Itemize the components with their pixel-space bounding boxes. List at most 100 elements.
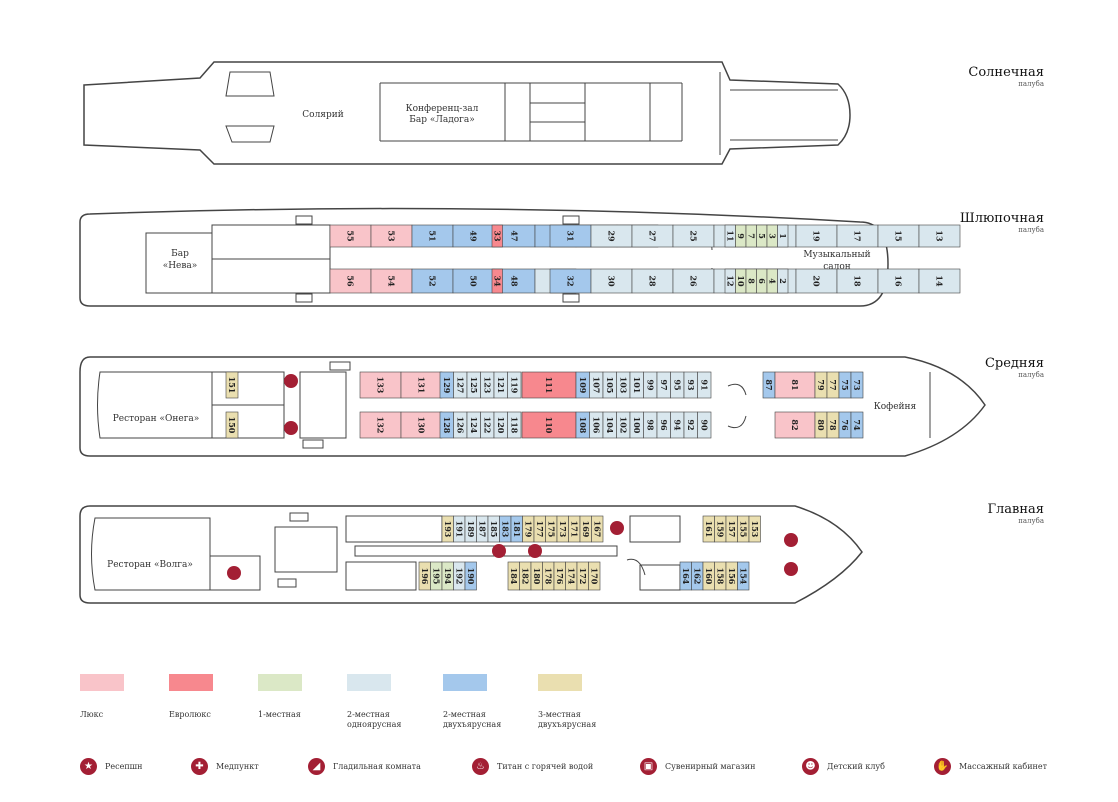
- cabin-183[interactable]: 183: [499, 515, 512, 543]
- cabin-29[interactable]: 29: [590, 224, 633, 248]
- cabin-95[interactable]: 95: [670, 371, 685, 399]
- teddy-bear-icon[interactable]: [227, 566, 241, 580]
- cabin-187[interactable]: 187: [476, 515, 489, 543]
- cabin-25[interactable]: 25: [672, 224, 715, 248]
- cabin-124[interactable]: 124: [466, 411, 481, 439]
- cabin-190[interactable]: 190: [464, 561, 477, 591]
- hand-icon[interactable]: [784, 562, 798, 576]
- cabin-87[interactable]: 87: [762, 371, 776, 399]
- cabin-151[interactable]: 151: [225, 371, 239, 399]
- cabin-104[interactable]: 104: [602, 411, 617, 439]
- cabin-33[interactable]: 33: [491, 224, 503, 248]
- cabin-130[interactable]: 130: [400, 411, 443, 439]
- cabin-128[interactable]: 128: [439, 411, 454, 439]
- cabin-77[interactable]: 77: [826, 371, 840, 399]
- cabin-108[interactable]: 108: [575, 411, 590, 439]
- cabin-94[interactable]: 94: [670, 411, 685, 439]
- cabin-177[interactable]: 177: [533, 515, 546, 543]
- cabin-90[interactable]: 90: [697, 411, 712, 439]
- cabin-28[interactable]: 28: [631, 268, 674, 294]
- cabin-173[interactable]: 173: [556, 515, 569, 543]
- cabin-55[interactable]: 55: [329, 224, 372, 248]
- cabin-1[interactable]: 1: [777, 224, 789, 248]
- cabin-78[interactable]: 78: [826, 411, 840, 439]
- cabin-133[interactable]: 133: [359, 371, 402, 399]
- cabin-109[interactable]: 109: [575, 371, 590, 399]
- cabin-53[interactable]: 53: [370, 224, 413, 248]
- cabin-179[interactable]: 179: [522, 515, 535, 543]
- cabin-7[interactable]: 7: [745, 224, 757, 248]
- cabin-127[interactable]: 127: [453, 371, 468, 399]
- cabin-91[interactable]: 91: [697, 371, 712, 399]
- cabin-2[interactable]: 2: [777, 268, 789, 294]
- cabin-30[interactable]: 30: [590, 268, 633, 294]
- cabin-75[interactable]: 75: [838, 371, 852, 399]
- cabin-9[interactable]: 9: [735, 224, 747, 248]
- gift-icon[interactable]: [284, 421, 298, 435]
- cabin-184[interactable]: 184: [507, 561, 520, 591]
- cabin-176[interactable]: 176: [553, 561, 566, 591]
- cabin-178[interactable]: 178: [542, 561, 555, 591]
- cabin-96[interactable]: 96: [656, 411, 671, 439]
- cabin-195[interactable]: 195: [430, 561, 443, 591]
- cabin-49[interactable]: 49: [452, 224, 495, 248]
- cabin-154[interactable]: 154: [737, 561, 750, 591]
- cabin-156[interactable]: 156: [725, 561, 738, 591]
- cabin-73[interactable]: 73: [850, 371, 864, 399]
- cross-icon[interactable]: [784, 533, 798, 547]
- cabin-125[interactable]: 125: [466, 371, 481, 399]
- iron-icon[interactable]: [492, 544, 506, 558]
- cabin-155[interactable]: 155: [737, 515, 750, 543]
- cabin-111[interactable]: 111: [521, 371, 577, 399]
- cabin-160[interactable]: 160: [702, 561, 715, 591]
- cabin-11[interactable]: 11: [724, 224, 736, 248]
- cabin-101[interactable]: 101: [629, 371, 644, 399]
- cabin-52[interactable]: 52: [411, 268, 454, 294]
- cabin-170[interactable]: 170: [588, 561, 601, 591]
- cabin-158[interactable]: 158: [714, 561, 727, 591]
- cabin-193[interactable]: 193: [441, 515, 454, 543]
- cabin-97[interactable]: 97: [656, 371, 671, 399]
- cabin-185[interactable]: 185: [487, 515, 500, 543]
- cabin-150[interactable]: 150: [225, 411, 239, 439]
- cabin-106[interactable]: 106: [589, 411, 604, 439]
- cabin-174[interactable]: 174: [565, 561, 578, 591]
- cabin-123[interactable]: 123: [480, 371, 495, 399]
- cabin-81[interactable]: 81: [774, 371, 816, 399]
- cabin-56[interactable]: 56: [329, 268, 372, 294]
- cabin-10[interactable]: 10: [735, 268, 747, 294]
- cabin-182[interactable]: 182: [519, 561, 532, 591]
- cabin-105[interactable]: 105: [602, 371, 617, 399]
- cabin-191[interactable]: 191: [453, 515, 466, 543]
- cabin-15[interactable]: 15: [877, 224, 920, 248]
- cabin-51[interactable]: 51: [411, 224, 454, 248]
- cabin-103[interactable]: 103: [616, 371, 631, 399]
- cabin-80[interactable]: 80: [814, 411, 828, 439]
- cabin-16[interactable]: 16: [877, 268, 920, 294]
- cabin-175[interactable]: 175: [545, 515, 558, 543]
- cabin-50[interactable]: 50: [452, 268, 495, 294]
- star-icon[interactable]: [610, 521, 624, 535]
- cabin-79[interactable]: 79: [814, 371, 828, 399]
- cabin-121[interactable]: 121: [493, 371, 508, 399]
- cabin-122[interactable]: 122: [480, 411, 495, 439]
- cabin-31[interactable]: 31: [549, 224, 592, 248]
- cabin-5[interactable]: 5: [756, 224, 768, 248]
- cabin-54[interactable]: 54: [370, 268, 413, 294]
- cabin-153[interactable]: 153: [748, 515, 761, 543]
- cabin-189[interactable]: 189: [464, 515, 477, 543]
- cabin-3[interactable]: 3: [766, 224, 778, 248]
- cabin-194[interactable]: 194: [441, 561, 454, 591]
- cabin-20[interactable]: 20: [795, 268, 838, 294]
- cabin-126[interactable]: 126: [453, 411, 468, 439]
- cabin-17[interactable]: 17: [836, 224, 879, 248]
- cabin-102[interactable]: 102: [616, 411, 631, 439]
- cabin-169[interactable]: 169: [579, 515, 592, 543]
- cabin-12[interactable]: 12: [724, 268, 736, 294]
- cabin-171[interactable]: 171: [568, 515, 581, 543]
- cabin-131[interactable]: 131: [400, 371, 443, 399]
- kettle-icon[interactable]: [528, 544, 542, 558]
- cabin-14[interactable]: 14: [918, 268, 961, 294]
- cabin-32[interactable]: 32: [549, 268, 592, 294]
- gift-icon[interactable]: [284, 374, 298, 388]
